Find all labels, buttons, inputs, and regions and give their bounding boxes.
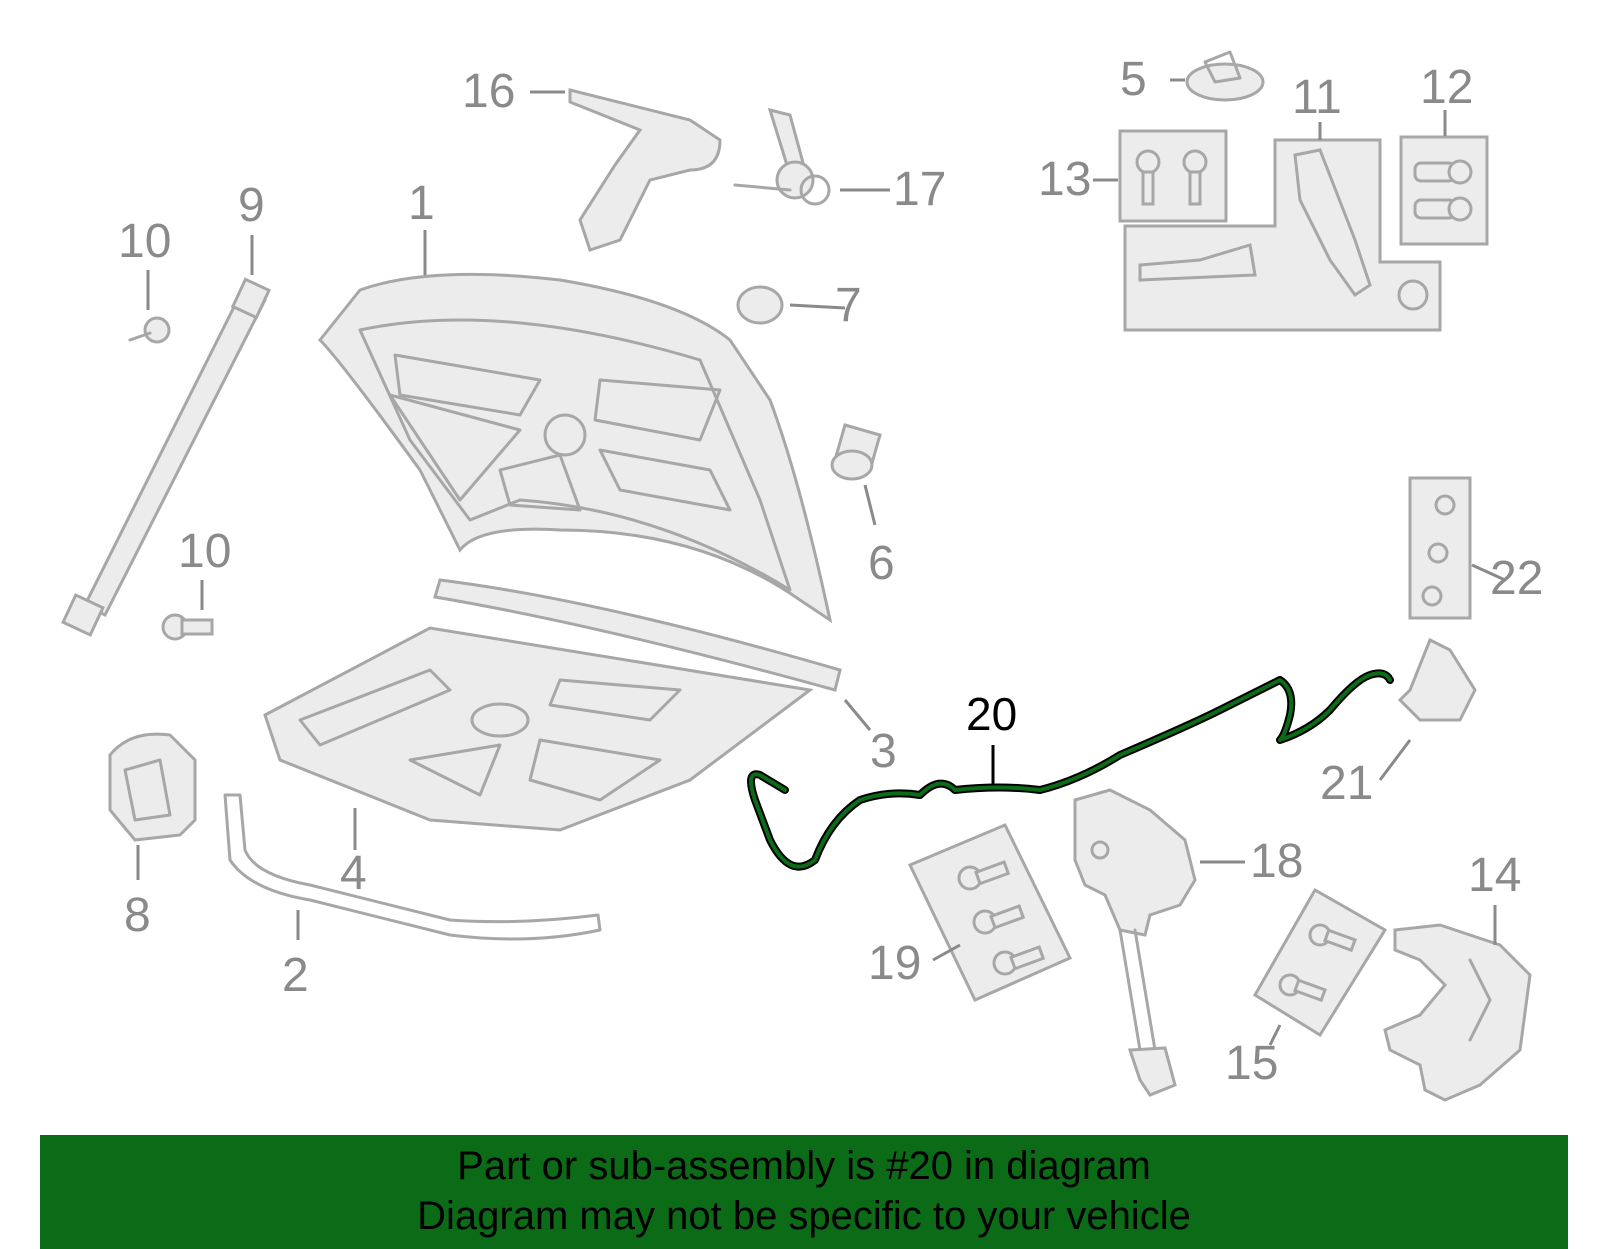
- callout-21: 21: [1320, 757, 1374, 810]
- part-11-bracket-box: [1123, 138, 1442, 332]
- part-19-bolt-box: [907, 823, 1073, 1002]
- part-17-spring: [733, 107, 831, 206]
- callout-3: 3: [870, 725, 897, 778]
- callout-10-lower: 10: [178, 525, 232, 578]
- callout-20-highlighted: 20: [966, 688, 1018, 740]
- part-4-insulator: [263, 626, 814, 832]
- part-2-weatherstrip: [223, 793, 602, 941]
- part-8-bumper: [108, 732, 197, 842]
- callout-2: 2: [282, 949, 309, 1002]
- callout-19: 19: [868, 937, 922, 990]
- callout-5: 5: [1120, 53, 1147, 106]
- callout-14: 14: [1468, 849, 1522, 902]
- banner-line-disclaimer: Diagram may not be specific to your vehi…: [417, 1194, 1191, 1238]
- part-18-latch: [1073, 788, 1197, 1097]
- callout-15: 15: [1225, 1037, 1279, 1090]
- part-16-hinge: [568, 88, 722, 252]
- part-21-cable-bracket: [1397, 637, 1477, 722]
- part-12-bolt-box: [1399, 135, 1489, 246]
- part-22-bolt-box: [1408, 476, 1472, 620]
- part-5-clip: [1185, 50, 1265, 102]
- callout-12: 12: [1420, 61, 1474, 114]
- callout-18: 18: [1250, 835, 1304, 888]
- callout-13: 13: [1038, 153, 1092, 206]
- part-3-seal: [433, 578, 842, 692]
- part-15-bolt-box: [1252, 887, 1388, 1038]
- callout-7: 7: [835, 279, 862, 332]
- part-6-bumper-stop: [830, 423, 882, 481]
- leader-lines: [136, 78, 1506, 1046]
- callout-10-upper: 10: [118, 215, 172, 268]
- part-13-bolt-box: [1118, 129, 1228, 223]
- callout-22: 22: [1490, 552, 1544, 605]
- callout-4: 4: [340, 847, 367, 900]
- callout-1: 1: [408, 177, 435, 230]
- callout-8: 8: [124, 889, 151, 942]
- part-10-bolt-upper: [128, 316, 171, 344]
- part-9-strut: [61, 277, 272, 637]
- part-10-bolt-lower: [161, 613, 214, 641]
- callout-17: 17: [893, 163, 947, 216]
- part-7-plug: [736, 285, 784, 325]
- banner-line-part: Part or sub-assembly is #20 in diagram: [457, 1144, 1151, 1188]
- callout-11: 11: [1292, 71, 1342, 124]
- part-14-support-bracket: [1383, 923, 1532, 1102]
- info-banner: Part or sub-assembly is #20 in diagram D…: [40, 1135, 1568, 1249]
- callout-9: 9: [238, 179, 265, 232]
- callout-6: 6: [868, 537, 895, 590]
- callout-16: 16: [462, 65, 516, 118]
- part-1-hood-panel: [317, 272, 833, 624]
- part-20-release-cable: [747, 669, 1394, 871]
